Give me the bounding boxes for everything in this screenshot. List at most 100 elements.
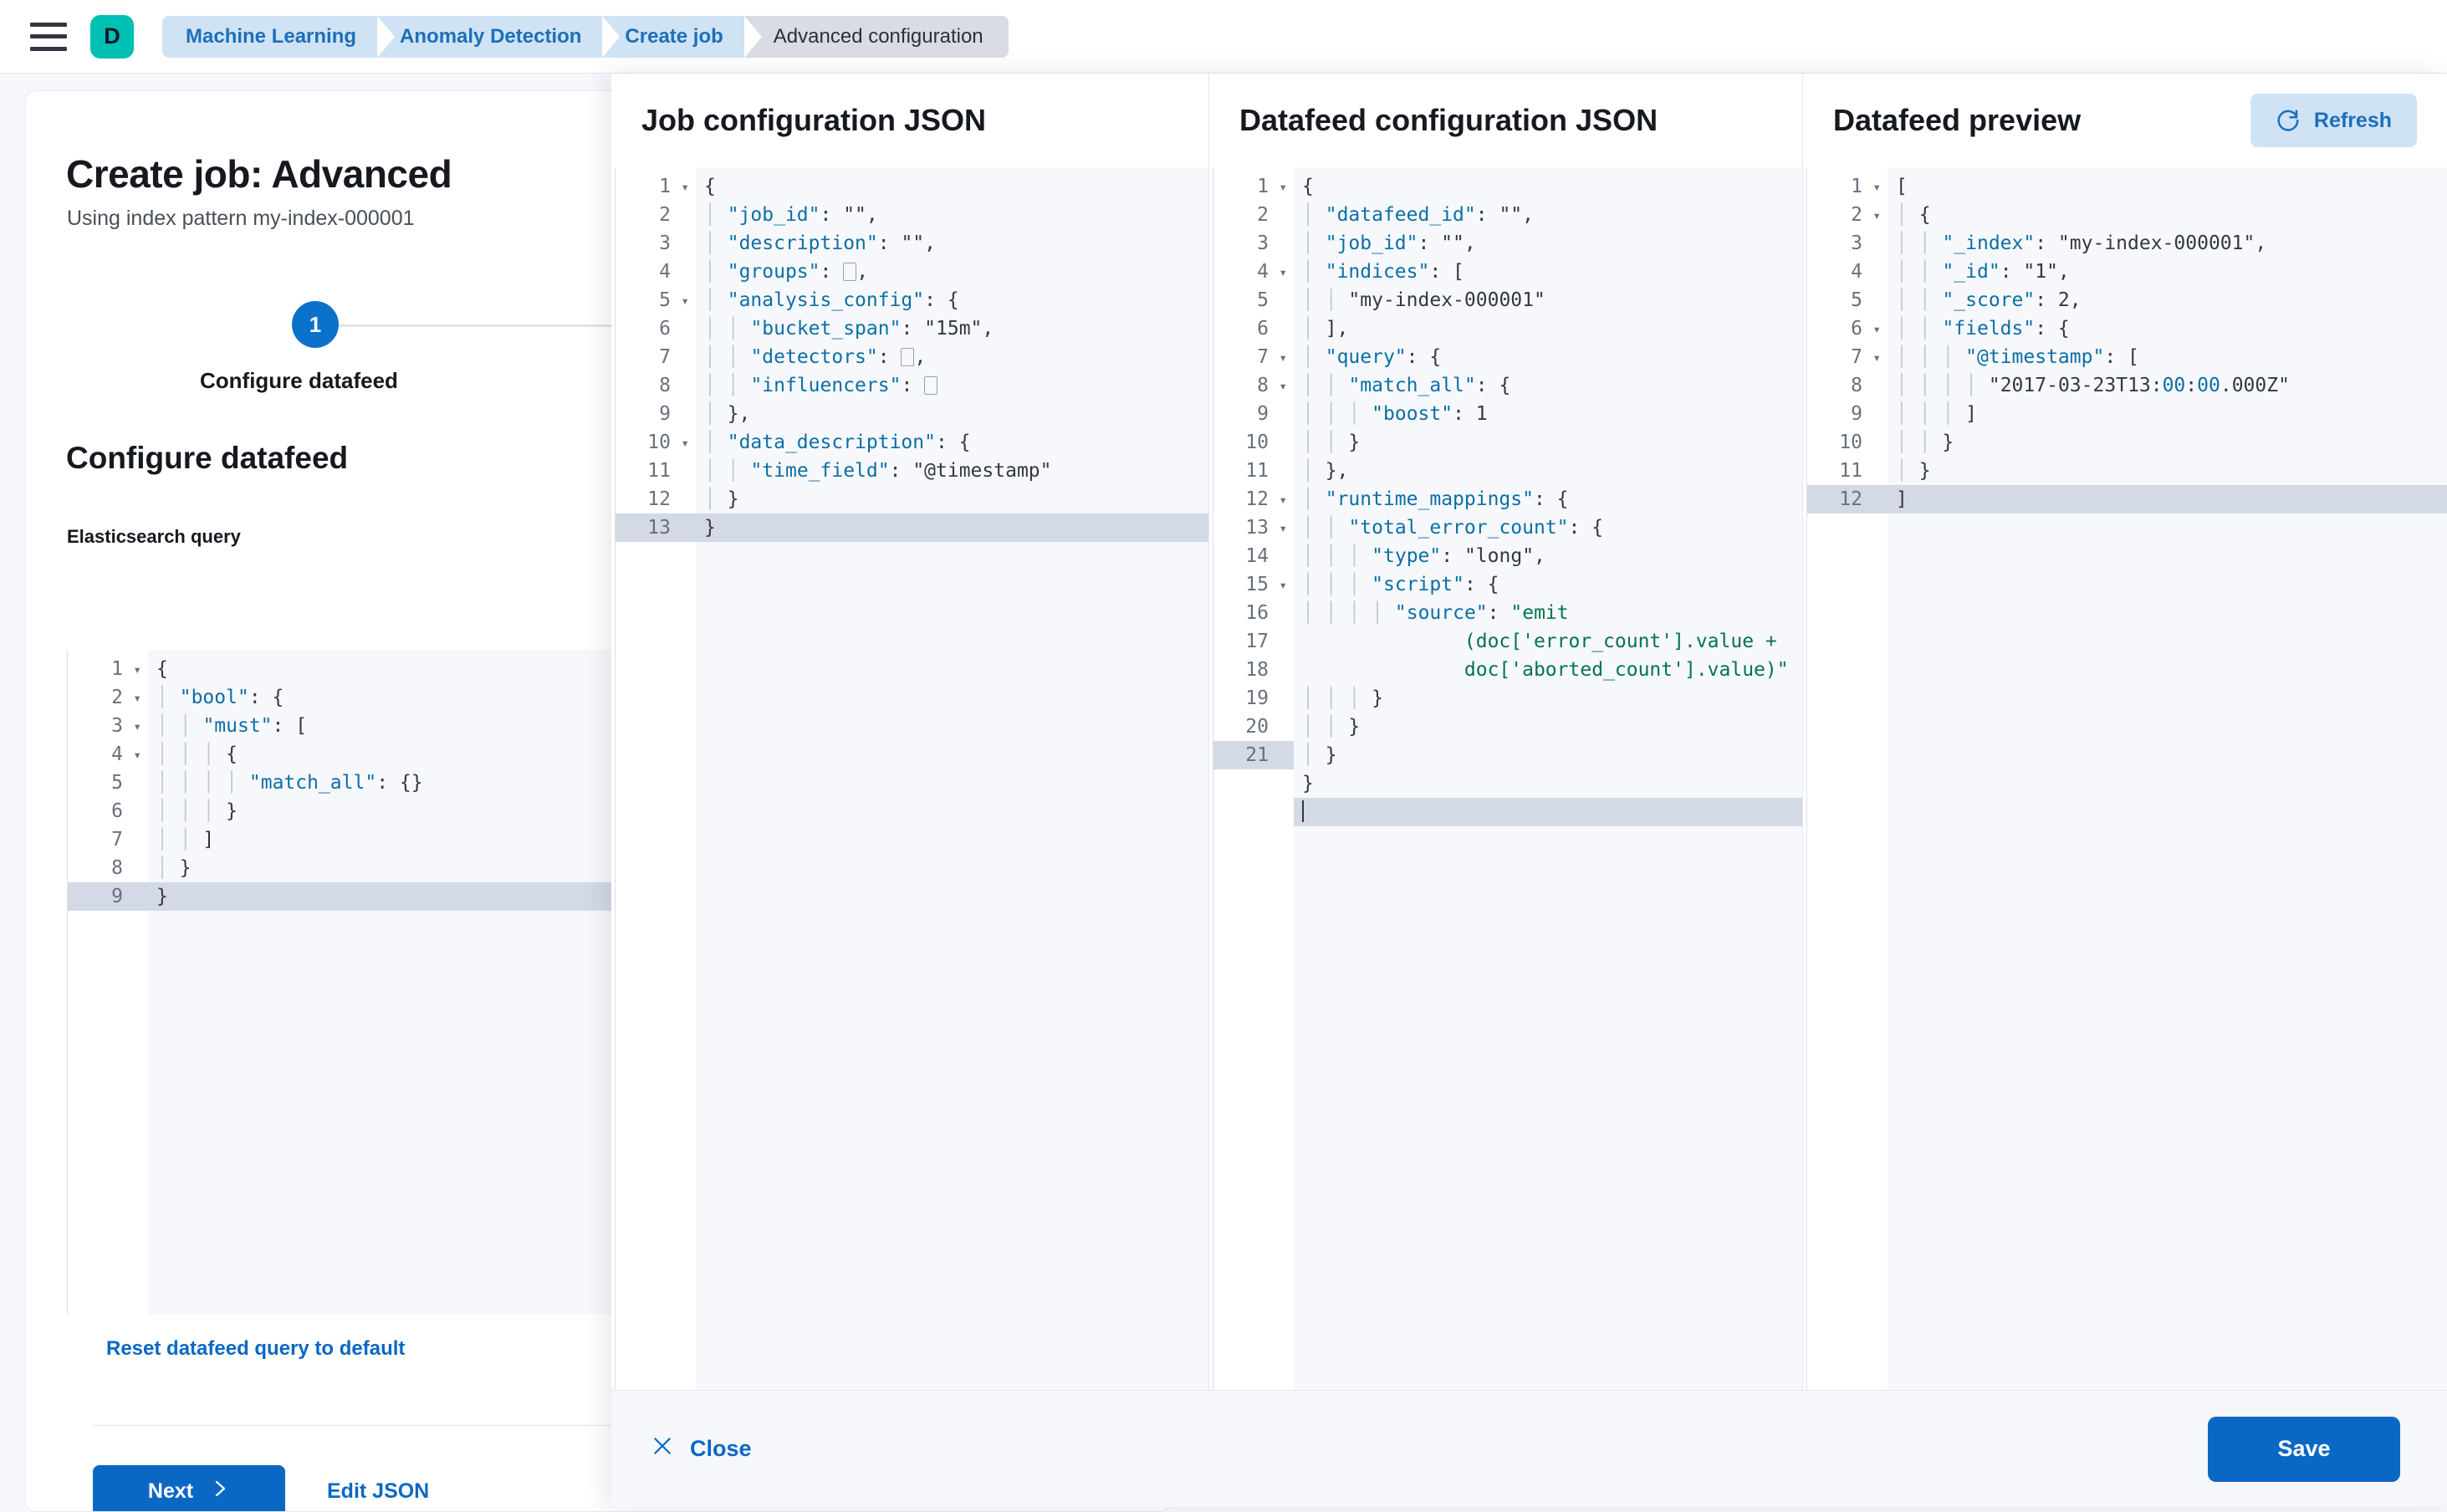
fold-arrow-icon[interactable]: ▾ bbox=[1279, 577, 1287, 593]
edit-json-button[interactable]: Edit JSON bbox=[327, 1479, 430, 1503]
breadcrumb-label: Create job bbox=[625, 24, 723, 48]
editor-line: │ "query": { bbox=[1302, 346, 1442, 368]
editor-line-number: 1▾ bbox=[68, 655, 148, 683]
editor-line: │ │ "_score": 2, bbox=[1896, 289, 2082, 311]
save-button-label: Save bbox=[2277, 1436, 2331, 1461]
fold-arrow-icon[interactable]: ▾ bbox=[1872, 350, 1881, 365]
close-button[interactable]: Close bbox=[651, 1435, 752, 1463]
editor-line-number: 21 bbox=[1213, 741, 1294, 769]
fold-arrow-icon[interactable]: ▾ bbox=[1872, 321, 1881, 337]
editor-line: │ │ "_index": "my-index-000001", bbox=[1896, 232, 2267, 254]
stepper-step-1[interactable]: 1 bbox=[292, 301, 339, 348]
deployment-avatar[interactable]: D bbox=[90, 14, 134, 59]
breadcrumb-item-machine-learning[interactable]: Machine Learning bbox=[162, 15, 396, 58]
page-subtitle: Using index pattern my-index-000001 bbox=[67, 207, 415, 230]
editor-line-number: 1▾ bbox=[616, 172, 696, 201]
fold-arrow-icon[interactable]: ▾ bbox=[1279, 520, 1287, 536]
editor-line-number: 8 bbox=[111, 857, 123, 879]
editor-line: │ │ │ } bbox=[1302, 687, 1383, 709]
breadcrumb-item-anomaly-detection[interactable]: Anomaly Detection bbox=[378, 15, 621, 58]
editor-line: │ │ ] bbox=[156, 829, 215, 850]
fold-arrow-icon[interactable]: ▾ bbox=[133, 747, 141, 763]
close-button-label: Close bbox=[690, 1436, 752, 1461]
editor-line: │ "analysis_config": { bbox=[704, 289, 959, 311]
editor-line-number: 12 bbox=[1807, 485, 1888, 513]
breadcrumb-item-advanced-configuration: Advanced configuration bbox=[744, 15, 1009, 58]
fold-arrow-icon[interactable]: ▾ bbox=[1279, 378, 1287, 394]
editor-line: │ "job_id": "", bbox=[1302, 232, 1476, 254]
datafeed-configuration-title: Datafeed configuration JSON bbox=[1239, 103, 1658, 137]
next-button-label: Next bbox=[147, 1479, 194, 1503]
editor-line: │ ], bbox=[1302, 318, 1349, 340]
save-button[interactable]: Save bbox=[2208, 1416, 2400, 1482]
fold-arrow-icon[interactable]: ▾ bbox=[1279, 264, 1287, 280]
editor-line-number: 9 bbox=[68, 882, 148, 911]
editor-line-number: 8 bbox=[659, 375, 671, 396]
editor-line-number: 14 bbox=[1245, 545, 1269, 567]
editor-line-number: 1▾ bbox=[1807, 172, 1888, 201]
editor-line: │ │ "time_field": "@timestamp" bbox=[704, 460, 1052, 482]
editor-line: ] bbox=[1888, 485, 2447, 513]
editor-line-number: 12▾ bbox=[1213, 485, 1294, 513]
editor-line: │ "indices": [ bbox=[1302, 261, 1464, 283]
next-button[interactable]: Next bbox=[93, 1465, 285, 1511]
editor-line: │ }, bbox=[704, 403, 751, 425]
editor-line: │ │ │ │ "2017-03-23T13:00:00.000Z" bbox=[1896, 375, 2290, 396]
reset-datafeed-query-link[interactable]: Reset datafeed query to default bbox=[106, 1337, 406, 1360]
refresh-button-label: Refresh bbox=[2313, 108, 2392, 132]
editor-code-area[interactable]: [│ {│ │ "_index": "my-index-000001",│ │ … bbox=[1888, 167, 2447, 1390]
empty-array-glyph bbox=[843, 263, 857, 281]
text-cursor bbox=[1302, 800, 1304, 822]
editor-line-number: 6 bbox=[659, 318, 671, 340]
breadcrumb-label: Machine Learning bbox=[186, 24, 357, 48]
breadcrumb-item-create-job[interactable]: Create job bbox=[603, 15, 762, 58]
editor-line-number: 3 bbox=[659, 232, 671, 254]
fold-arrow-icon[interactable]: ▾ bbox=[681, 435, 689, 451]
refresh-icon bbox=[2276, 108, 2301, 133]
editor-line: │ "runtime_mappings": { bbox=[1302, 488, 1569, 510]
breadcrumb-chevron-icon bbox=[377, 15, 396, 58]
fold-arrow-icon[interactable]: ▾ bbox=[1279, 492, 1287, 508]
editor-line-number: 2▾ bbox=[1807, 201, 1888, 229]
refresh-button[interactable]: Refresh bbox=[2250, 94, 2417, 147]
editor-line-number: 16 bbox=[1245, 602, 1269, 624]
fold-arrow-icon[interactable]: ▾ bbox=[1279, 350, 1287, 365]
fold-arrow-icon[interactable]: ▾ bbox=[1872, 207, 1881, 223]
datafeed-preview-title: Datafeed preview bbox=[1833, 103, 2082, 137]
fold-arrow-icon[interactable]: ▾ bbox=[681, 293, 689, 309]
empty-array-glyph bbox=[901, 348, 915, 366]
hamburger-menu-icon[interactable] bbox=[30, 22, 67, 51]
editor-line: │ │ "fields": { bbox=[1896, 318, 2070, 340]
deployment-initial: D bbox=[104, 23, 120, 49]
fold-arrow-icon[interactable]: ▾ bbox=[133, 662, 141, 677]
editor-line: [ bbox=[1896, 176, 1908, 197]
hamburger-bar bbox=[30, 34, 67, 38]
fold-arrow-icon[interactable]: ▾ bbox=[133, 718, 141, 734]
breadcrumb-chevron-icon bbox=[602, 15, 621, 58]
editor-line: │ │ } bbox=[1302, 432, 1361, 453]
breadcrumb-chevron-icon bbox=[743, 15, 763, 58]
editor-line: │ "bool": { bbox=[156, 687, 284, 708]
editor-line-number: 8 bbox=[1851, 375, 1862, 396]
fold-arrow-icon[interactable]: ▾ bbox=[1279, 179, 1287, 195]
empty-array-glyph bbox=[924, 376, 938, 395]
editor-line-number: 7▾ bbox=[1807, 343, 1888, 371]
breadcrumb-background bbox=[378, 15, 604, 58]
editor-code-area[interactable]: {│ "datafeed_id": "",│ "job_id": "",│ "i… bbox=[1294, 167, 1802, 1390]
fold-arrow-icon[interactable]: ▾ bbox=[133, 690, 141, 706]
fold-arrow-icon[interactable]: ▾ bbox=[1872, 179, 1881, 195]
editor-line: } bbox=[696, 513, 1208, 542]
fold-arrow-icon[interactable]: ▾ bbox=[681, 179, 689, 195]
editor-line: } bbox=[1302, 773, 1314, 794]
editor-code-area[interactable]: {│ "job_id": "",│ "description": "",│ "g… bbox=[696, 167, 1208, 1390]
editor-line: { bbox=[704, 176, 716, 197]
editor-line-number: 9 bbox=[1851, 403, 1862, 425]
